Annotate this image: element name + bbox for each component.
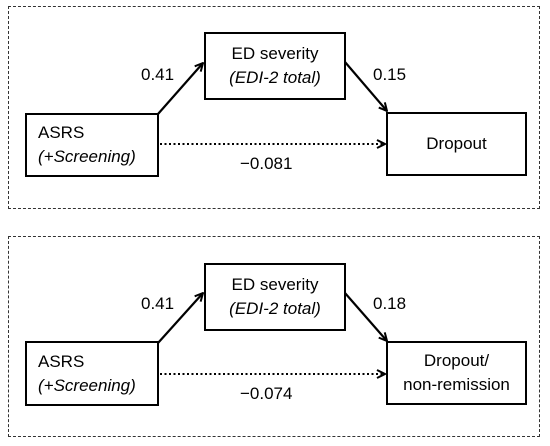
arrow-b-1 xyxy=(344,61,387,111)
predictor-sublabel: (+Screening) xyxy=(38,147,136,166)
predictor-node-1: ASRS (+Screening) xyxy=(25,113,159,177)
mediator-sublabel: (EDI-2 total) xyxy=(229,68,321,87)
mediation-panel-1 xyxy=(8,6,540,209)
mediator-node-2: ED severity (EDI-2 total) xyxy=(204,263,346,331)
coef-c-label-1: −0.081 xyxy=(240,154,293,173)
outcome-label: Dropout xyxy=(426,134,487,153)
predictor-label: ASRS xyxy=(38,123,85,142)
coef-b-label-1: 0.15 xyxy=(373,65,407,84)
coef-b-label-2: 0.18 xyxy=(373,294,407,313)
arrow-b-2 xyxy=(344,292,387,341)
mediator-sublabel: (EDI-2 total) xyxy=(229,299,321,318)
mediation-panel-2 xyxy=(8,236,540,437)
predictor-node-2: ASRS (+Screening) xyxy=(25,341,159,406)
outcome-node-2: Dropout/ non-remission xyxy=(386,341,527,405)
outcome-label: Dropout/ xyxy=(423,351,490,370)
coef-a-label-1: 0.41 xyxy=(141,65,175,84)
coef-c-label-2: −0.074 xyxy=(240,384,293,403)
mediator-node-1: ED severity (EDI-2 total) xyxy=(204,32,346,100)
outcome-node-1: Dropout xyxy=(386,112,527,176)
predictor-sublabel: (+Screening) xyxy=(38,375,136,395)
coef-a-label-2: 0.41 xyxy=(141,294,175,313)
outcome-sublabel: non-remission xyxy=(403,375,510,394)
predictor-label: ASRS xyxy=(38,351,85,371)
arrow-a-1 xyxy=(157,63,203,115)
arrow-a-2 xyxy=(157,293,203,344)
mediator-label: ED severity xyxy=(231,275,319,294)
mediator-label: ED severity xyxy=(231,44,319,63)
